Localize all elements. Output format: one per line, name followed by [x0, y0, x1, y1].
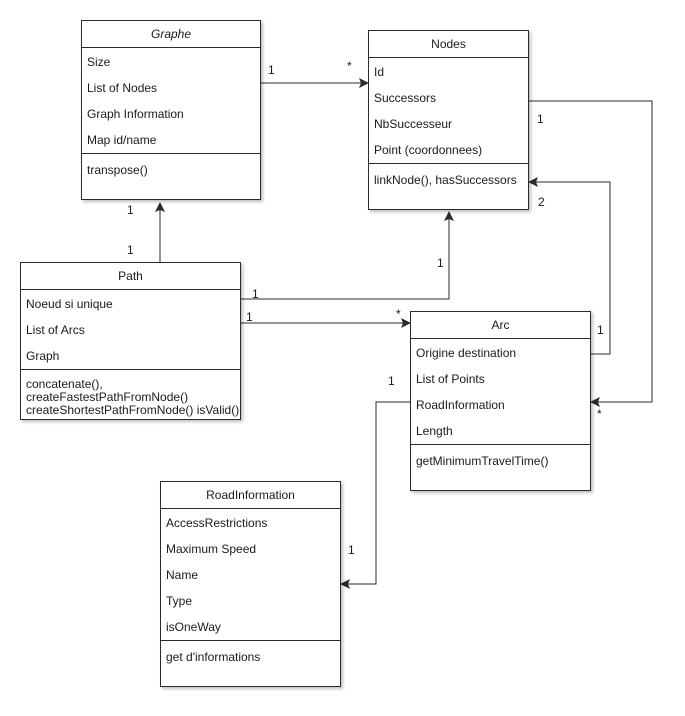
- class-path: Path Noeud si unique List of Arcs Graph …: [20, 262, 241, 420]
- edge-arc-roadinfo: [348, 401, 410, 585]
- class-operation: linkNode(), hasSuccessors: [374, 173, 517, 187]
- class-operation: get d'informations: [166, 650, 261, 664]
- class-attribute: List of Nodes: [87, 81, 158, 95]
- arrowhead-path-arc: [401, 318, 411, 328]
- class-operation: createShortestPathFromNode() isValid(): [26, 403, 240, 417]
- arrowhead-loop-arc: [590, 397, 600, 407]
- class-operation: concatenate(),: [26, 377, 103, 391]
- multiplicity-label: *: [396, 307, 401, 321]
- class-attribute: Noeud si unique: [26, 297, 113, 311]
- class-attribute: List of Arcs: [26, 323, 85, 337]
- class-operation: getMinimumTravelTime(): [416, 454, 549, 468]
- class-attribute: Point (coordonnees): [374, 143, 483, 157]
- class-attribute: Type: [166, 594, 193, 608]
- class-path-operations: concatenate(), createFastestPathFromNode…: [21, 369, 240, 421]
- class-operation: createFastestPathFromNode(): [26, 390, 189, 404]
- multiplicity-label: 2: [538, 195, 545, 209]
- multiplicity-label: 1: [348, 543, 355, 557]
- class-attribute: AccessRestrictions: [166, 516, 268, 530]
- class-graphe: Graphe Size List of Nodes Graph Informat…: [81, 20, 261, 200]
- class-roadinformation-attributes: AccessRestrictions Maximum Speed Name Ty…: [161, 509, 340, 640]
- multiplicity-label: 1: [268, 63, 275, 77]
- class-attribute: List of Points: [416, 372, 485, 386]
- class-nodes: Nodes Id Successors NbSuccesseur Point (…: [368, 30, 529, 210]
- edge-nodes-arc-loop: [528, 100, 653, 403]
- class-roadinformation: RoadInformation AccessRestrictions Maxim…: [160, 481, 341, 687]
- class-roadinformation-operations: get d'informations: [161, 640, 340, 670]
- class-attribute: Successors: [374, 91, 437, 105]
- class-nodes-attributes: Id Successors NbSuccesseur Point (coordo…: [369, 58, 528, 163]
- class-arc-operations: getMinimumTravelTime(): [411, 444, 590, 474]
- class-operation: transpose(): [87, 163, 148, 177]
- class-nodes-title: Nodes: [369, 31, 528, 58]
- multiplicity-label: 1: [246, 310, 253, 324]
- class-graphe-title: Graphe: [82, 21, 260, 48]
- class-path-title: Path: [21, 263, 240, 290]
- class-attribute: Map id/name: [87, 133, 157, 147]
- class-attribute: Maximum Speed: [166, 542, 257, 556]
- multiplicity-label: 1: [597, 323, 604, 337]
- multiplicity-label: 1: [127, 203, 134, 217]
- multiplicity-label: *: [347, 59, 352, 73]
- class-attribute: Origine destination: [416, 346, 517, 360]
- class-path-attributes: Noeud si unique List of Arcs Graph: [21, 290, 240, 369]
- class-arc-attributes: Origine destination List of Points RoadI…: [411, 339, 590, 444]
- class-attribute: Id: [374, 65, 385, 79]
- class-arc: Arc Origine destination List of Points R…: [410, 311, 591, 491]
- arrowhead-graphe-nodes-tip: [359, 78, 369, 88]
- class-attribute: Name: [166, 568, 199, 582]
- class-attribute: NbSuccesseur: [374, 117, 453, 131]
- arrowhead-path-nodes: [444, 211, 454, 221]
- arrowhead-arc-nodes: [528, 177, 538, 187]
- edge-path-nodes: [241, 219, 450, 300]
- class-nodes-operations: linkNode(), hasSuccessors: [369, 163, 528, 193]
- multiplicity-label: 1: [252, 287, 259, 301]
- class-attribute: Size: [87, 55, 111, 69]
- multiplicity-label: 1: [437, 256, 444, 270]
- class-arc-title: Arc: [411, 312, 590, 339]
- multiplicity-label: 1: [127, 243, 134, 257]
- multiplicity-label: 1: [388, 374, 395, 388]
- class-graphe-attributes: Size List of Nodes Graph Information Map…: [82, 48, 260, 153]
- class-graphe-operations: transpose(): [82, 153, 260, 183]
- multiplicity-label: *: [597, 407, 602, 421]
- class-attribute: Graph Information: [87, 107, 184, 121]
- arrowhead-arc-roadinfo: [340, 579, 350, 589]
- class-attribute: Graph: [26, 349, 60, 363]
- class-roadinformation-title: RoadInformation: [161, 482, 340, 509]
- edge-arc-nodes-linknode: [535, 181, 611, 355]
- class-attribute: Length: [416, 424, 453, 438]
- class-attribute: isOneWay: [166, 620, 221, 634]
- arrowhead-path-graphe: [155, 202, 165, 212]
- multiplicity-label: 1: [537, 112, 544, 126]
- class-attribute: RoadInformation: [416, 398, 505, 412]
